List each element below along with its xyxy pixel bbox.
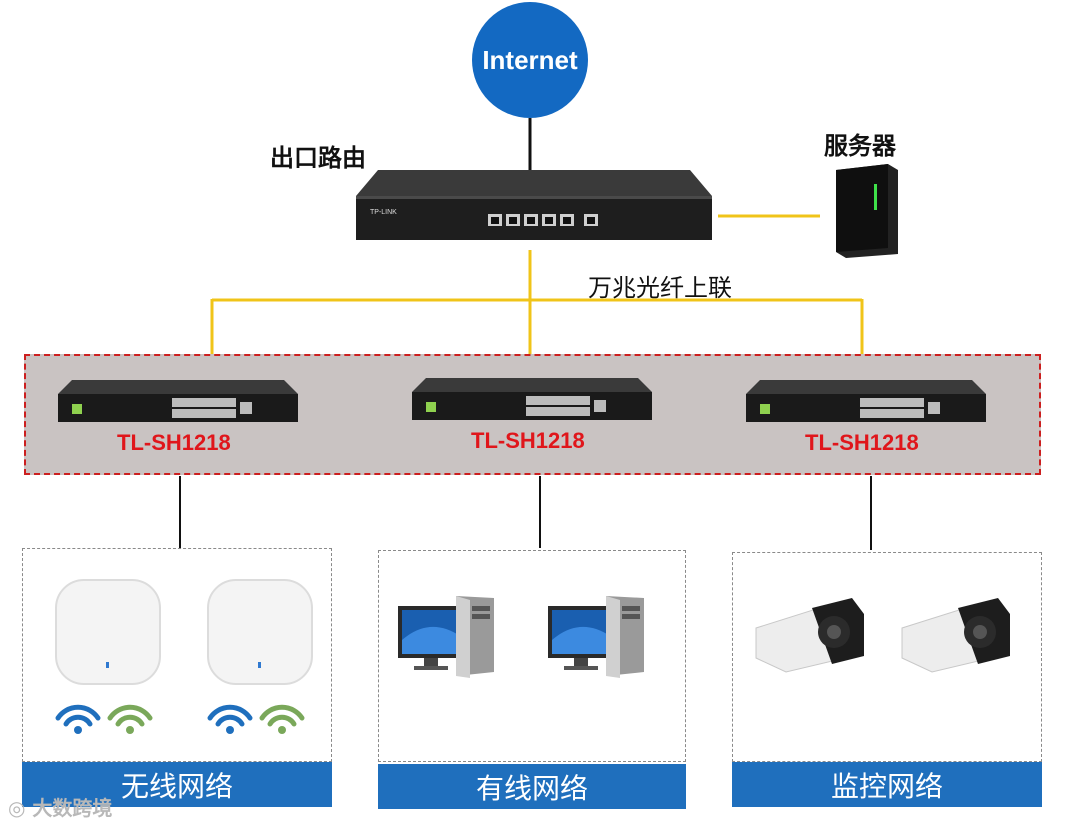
wifi-signal-icons — [55, 704, 305, 734]
router-brand: TP-LINK — [370, 209, 397, 216]
internet-label: Internet — [482, 44, 578, 75]
bullet-camera-icon — [755, 598, 1010, 673]
switch-1-model-label: TL-SH1218 — [117, 430, 231, 455]
wired-group-title: 有线网络 — [378, 764, 686, 809]
switch-2-device-icon — [412, 378, 652, 420]
access-point-icon — [55, 579, 313, 734]
server-tower-icon — [836, 164, 898, 258]
wireless-group-title: 无线网络 — [22, 762, 332, 807]
internet-node: Internet — [472, 2, 588, 118]
switch-3-model-label: TL-SH1218 — [805, 430, 919, 455]
uplink-label: 万兆光纤上联 — [588, 274, 732, 302]
watermark: ◎ 大数跨境 — [8, 796, 113, 820]
switch-2-model-label: TL-SH1218 — [471, 428, 585, 453]
switch-1-device-icon — [58, 380, 298, 422]
desktop-computer-icon — [398, 596, 644, 678]
server-label: 服务器 — [824, 132, 896, 160]
surveillance-group-title: 监控网络 — [732, 762, 1042, 807]
router-device-icon: TP-LINK — [356, 170, 712, 240]
switch-3-device-icon — [746, 380, 986, 422]
router-label: 出口路由 — [270, 144, 366, 172]
watermark-logo-icon: ◎ — [8, 796, 33, 820]
